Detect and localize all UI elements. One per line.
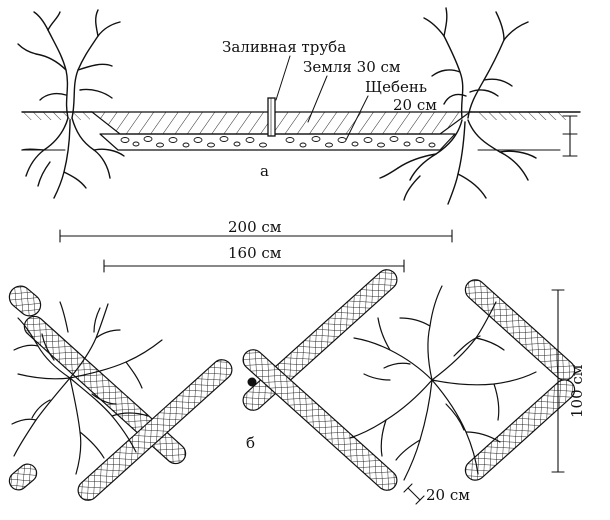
right-plant-section-b	[349, 285, 537, 481]
section-b-letter: б	[246, 434, 255, 452]
span-outer-label: 200 см	[228, 218, 282, 236]
trench-width-label: 20 см	[426, 486, 470, 504]
gravel-depth-label: 20 см	[393, 96, 437, 114]
right-vine-section-a	[379, 7, 537, 205]
height-label: 100 см	[568, 364, 586, 418]
trench-width-marker	[403, 483, 425, 505]
leader-lines	[275, 55, 369, 141]
dimension-lines	[59, 229, 453, 273]
left-plant-section-b	[11, 301, 163, 475]
center-point	[247, 377, 257, 387]
section-a: Заливная труба Земля 30 см Щебень 20 см …	[17, 7, 581, 273]
filling-pipe	[267, 97, 276, 137]
soil-layer	[90, 111, 472, 135]
trench-strips	[8, 269, 576, 501]
pipe-label: Заливная труба	[222, 38, 346, 56]
section-a-letter: а	[260, 162, 269, 180]
gravel-layer	[99, 133, 456, 151]
section-b: б 100 см 20 см	[8, 269, 586, 505]
span-inner-label: 160 см	[228, 244, 282, 262]
height-bracket	[551, 289, 565, 473]
depth-bracket	[562, 115, 578, 157]
soil-label: Земля 30 см	[303, 58, 401, 76]
gravel-label: Щебень	[365, 78, 427, 96]
left-vine-section-a	[17, 9, 125, 199]
